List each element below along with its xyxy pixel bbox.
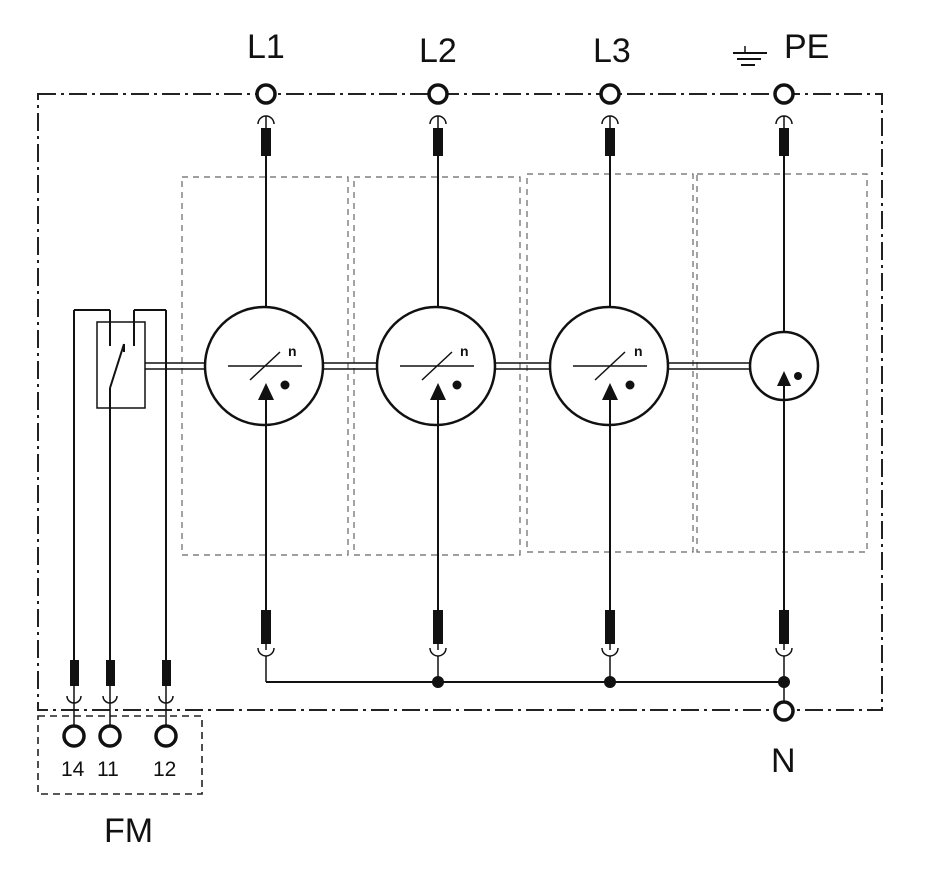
branch-pe-n [748,83,820,722]
varistor-count-l3: n [634,343,643,359]
terminal-label-l1: L1 [247,28,285,66]
terminal-label-pe: PE [784,28,829,66]
varistor-count-l1: n [288,343,297,359]
branch-l2: n [375,83,497,682]
branch-l3: n [548,83,670,682]
terminal-l2 [427,83,449,105]
neutral-bus [266,676,790,688]
fm-contact-11: 11 [97,660,122,781]
terminal-n [773,700,795,722]
terminal-label-l3: L3 [593,32,631,70]
fm-terminal-11 [98,724,122,748]
fm-label: FM [104,812,153,850]
fm-contact-label-12: 12 [153,758,176,781]
fm-contact-14: 14 [61,660,86,781]
varistor-count-l2: n [460,343,469,359]
terminal-pe [773,83,795,105]
terminal-label-l2: L2 [419,32,457,70]
device-enclosure-outline [37,93,883,711]
fm-contact-label-14: 14 [61,758,85,781]
terminal-l3 [599,83,621,105]
fm-terminal-14 [62,724,86,748]
fm-terminal-box [37,715,203,795]
terminal-l1 [255,83,277,105]
fm-terminal-12 [154,724,178,748]
terminal-label-n: N [771,742,796,780]
fm-contact-label-11: 11 [97,758,119,781]
mechanical-linkage [145,362,750,370]
ground-symbol-icon [733,46,767,66]
fm-contact-12: 12 [153,660,178,781]
remote-signal-switch [73,309,167,660]
branch-l1: n [203,83,325,682]
